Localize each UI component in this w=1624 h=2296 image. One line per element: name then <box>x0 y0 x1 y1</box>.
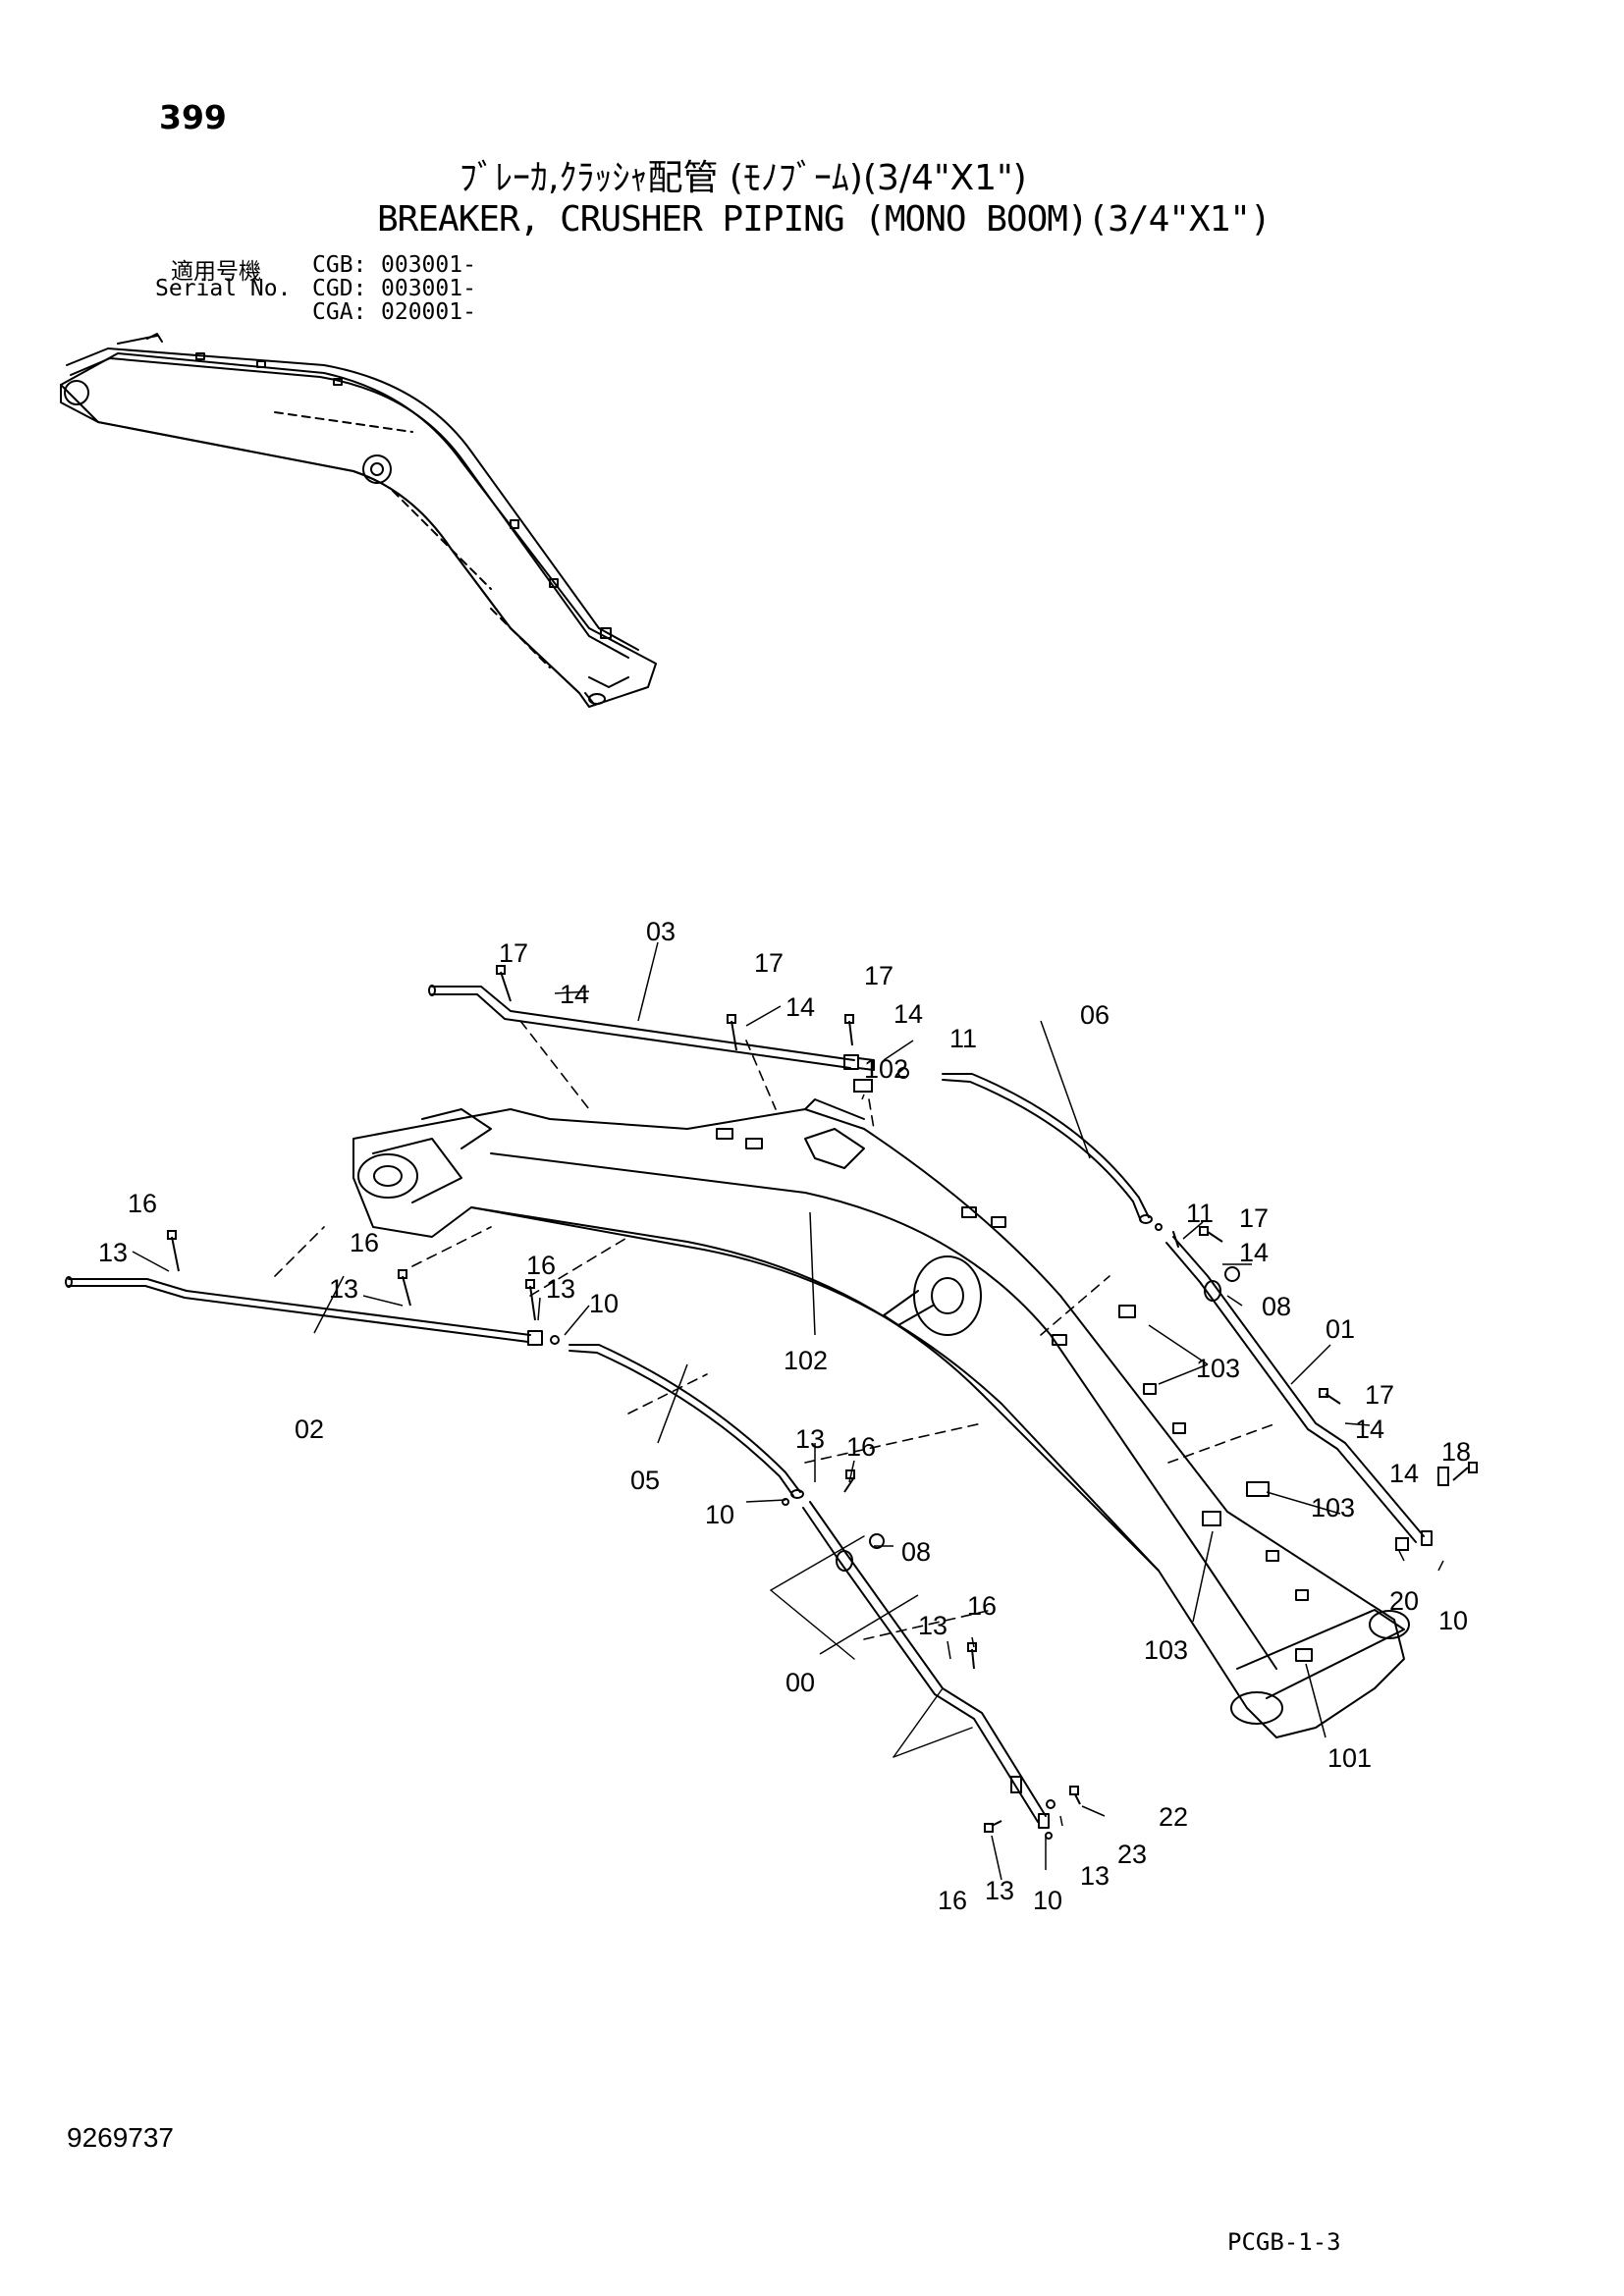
serial-label-japanese: 適用号機 <box>171 259 261 285</box>
callout-17: 17 <box>864 961 893 990</box>
callout-08: 08 <box>1262 1292 1291 1321</box>
callout-10: 10 <box>1438 1606 1468 1635</box>
callout-10: 10 <box>1033 1886 1062 1915</box>
callout-13: 13 <box>329 1274 358 1304</box>
page-code: PCGB-1-3 <box>1227 2228 1341 2256</box>
serial-model-cga: CGA: <box>312 299 367 325</box>
callout-22: 22 <box>1159 1802 1188 1832</box>
callout-10: 10 <box>705 1500 734 1529</box>
boom-foot-boss <box>357 1153 418 1199</box>
callout-16: 16 <box>526 1251 556 1280</box>
callout-11: 11 <box>949 1024 977 1053</box>
pipe-02 <box>65 1276 543 1346</box>
callout-13: 13 <box>546 1274 575 1304</box>
callout-103: 103 <box>1196 1354 1240 1383</box>
fasteners <box>167 965 1478 1840</box>
document-number: 9269737 <box>67 2122 175 2153</box>
callout-17: 17 <box>1239 1203 1269 1233</box>
pipe-00 <box>802 1501 1050 1829</box>
pipe-01 <box>1165 1231 1433 1546</box>
callout-17: 17 <box>754 948 784 978</box>
callout-02: 02 <box>295 1415 324 1444</box>
boom-center-pin <box>913 1255 982 1336</box>
callout-102: 102 <box>864 1054 908 1084</box>
title-japanese: ﾌﾞﾚｰｶ,ｸﾗｯｼｬ配管 (ﾓﾉﾌﾞｰﾑ)(3/4"X1") <box>460 158 1027 198</box>
pipe-03 <box>428 985 875 1071</box>
boom-end-tube <box>1236 1609 1405 1699</box>
callout-10: 10 <box>589 1289 619 1318</box>
serial-number-cgd: 003001- <box>381 276 476 301</box>
callout-03: 03 <box>646 917 676 946</box>
callout-103: 103 <box>1311 1493 1355 1522</box>
callout-13: 13 <box>795 1424 825 1454</box>
callout-01: 01 <box>1326 1314 1355 1344</box>
callout-08: 08 <box>901 1537 931 1567</box>
callout-06: 06 <box>1080 1000 1110 1030</box>
callout-13: 13 <box>918 1611 947 1640</box>
callout-13: 13 <box>98 1238 128 1267</box>
page-number: 399 <box>159 98 227 136</box>
hose-06 <box>942 1073 1153 1224</box>
serial-model-cgd: CGD: <box>312 276 367 301</box>
serial-label-english: Serial No. <box>155 276 292 301</box>
leader-lines <box>132 941 1444 1881</box>
boom-inner-edge <box>490 1152 1277 1670</box>
callout-14: 14 <box>1355 1415 1384 1444</box>
callout-102: 102 <box>784 1346 828 1375</box>
callout-16: 16 <box>846 1432 876 1462</box>
callout-16: 16 <box>938 1886 967 1915</box>
callout-101: 101 <box>1327 1743 1372 1773</box>
callout-17: 17 <box>1365 1380 1394 1410</box>
callout-18: 18 <box>1441 1437 1471 1467</box>
title-english: BREAKER, CRUSHER PIPING (MONO BOOM)(3/4"… <box>377 199 1272 240</box>
hose-05 <box>568 1344 804 1499</box>
callout-16: 16 <box>350 1228 379 1257</box>
serial-number-cga: 020001- <box>381 299 476 325</box>
callout-16: 16 <box>967 1591 997 1621</box>
boom-outline-top <box>352 1108 1405 1738</box>
callout-23: 23 <box>1117 1840 1147 1869</box>
serial-number-cgb: 003001- <box>381 252 476 278</box>
callout-20: 20 <box>1389 1586 1419 1616</box>
callout-103: 103 <box>1144 1635 1188 1665</box>
callout-14: 14 <box>1389 1459 1419 1488</box>
callout-14: 14 <box>560 980 589 1009</box>
callout-05: 05 <box>630 1466 660 1495</box>
callout-11: 11 <box>1186 1199 1214 1228</box>
callout-16: 16 <box>128 1189 157 1218</box>
callout-17: 17 <box>499 938 528 968</box>
callout-14: 14 <box>785 992 815 1022</box>
callout-00: 00 <box>785 1668 815 1697</box>
callout-14: 14 <box>893 999 923 1029</box>
serial-model-cgb: CGB: <box>312 252 367 278</box>
boom-lower-edge <box>470 1206 1160 1572</box>
callout-13: 13 <box>1080 1861 1110 1891</box>
callout-13: 13 <box>985 1876 1014 1905</box>
callout-14: 14 <box>1239 1238 1269 1267</box>
